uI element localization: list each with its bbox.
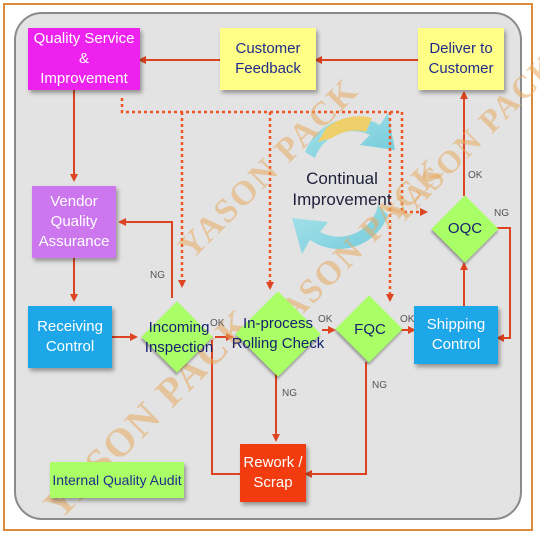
- diagram-panel: [14, 12, 522, 520]
- solid-arrows: [70, 56, 511, 478]
- ng-label-inprocess: NG: [282, 388, 297, 399]
- ng-label-fqc: NG: [372, 380, 387, 391]
- vendor-quality-assurance-box: Vendor Quality Assurance: [32, 186, 116, 258]
- ok-label-oqc: OK: [468, 170, 483, 181]
- ng-label-incoming: NG: [150, 270, 165, 281]
- deliver-to-customer-box: Deliver to Customer: [418, 28, 504, 90]
- dotted-feedback-lines: [120, 98, 428, 302]
- ok-label-fqc: OK: [400, 314, 415, 325]
- inprocess-label: In-process Rolling Check: [231, 315, 325, 352]
- rework-scrap-box: Rework / Scrap: [240, 444, 306, 502]
- receiving-control-box: Receiving Control: [28, 306, 112, 368]
- shipping-control-box: Shipping Control: [414, 306, 498, 364]
- continual-improvement-label: Continual Improvement: [292, 169, 392, 209]
- quality-service-box: Quality Service & Improvement: [28, 28, 140, 90]
- internal-quality-audit-box: Internal Quality Audit: [50, 462, 184, 498]
- customer-feedback-box: Customer Feedback: [220, 28, 316, 90]
- fqc-label: FQC: [354, 321, 386, 338]
- ok-label-incoming: OK: [210, 318, 225, 329]
- ng-label-oqc: NG: [494, 208, 509, 219]
- cycle-arrows: [292, 113, 395, 254]
- oqc-label: OQC: [447, 220, 483, 237]
- incoming-inspection-label: Incoming Inspection: [144, 319, 214, 356]
- ok-label-inprocess: OK: [318, 314, 333, 325]
